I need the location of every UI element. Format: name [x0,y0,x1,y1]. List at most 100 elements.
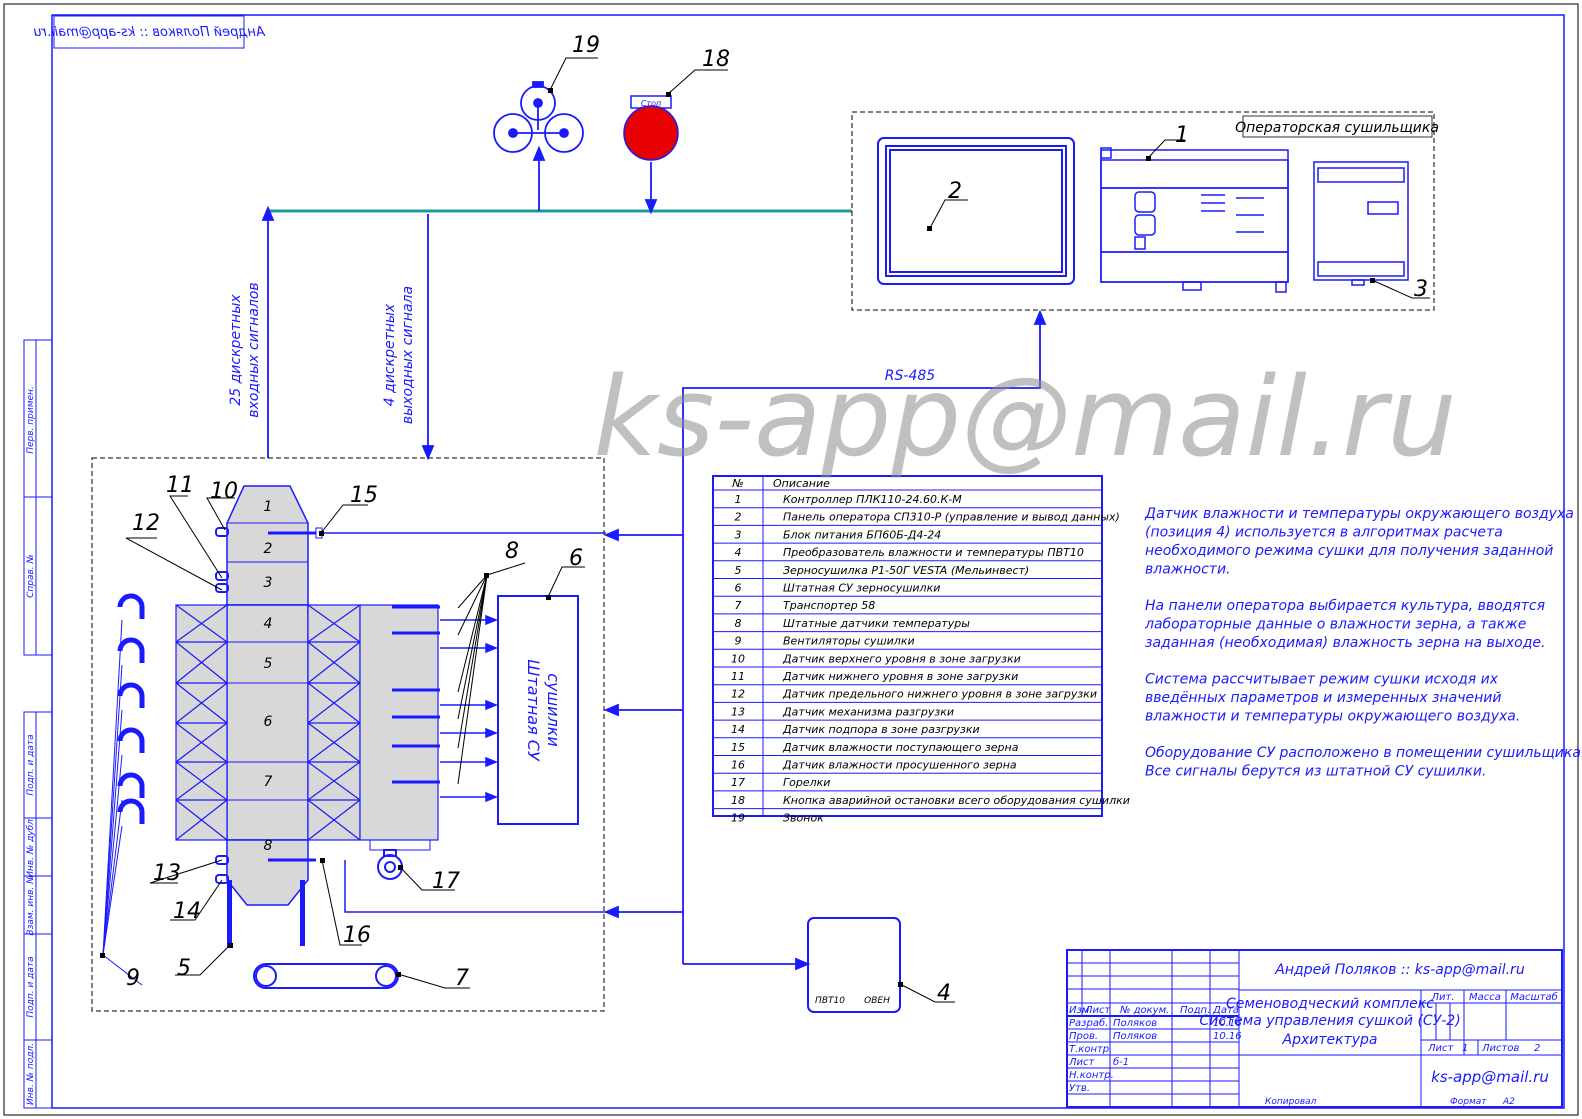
svg-text:Формат: Формат [1450,1097,1487,1107]
legend-row-description: Датчик верхнего уровня в зоне загрузки [782,652,1021,665]
svg-text:5: 5 [264,656,273,672]
note-line: необходимого режима сушки для получения … [1145,543,1553,559]
rs485-label: RS-485 [885,368,935,384]
note-line: Датчик влажности и температуры окружающе… [1144,506,1574,522]
svg-text:17: 17 [432,869,460,894]
legend-row-description: Зерносушилка Р1-50Г VESTA (Мельинвест) [783,564,1029,577]
side-label: Перв. примен. [26,386,36,454]
svg-text:4 дискретных: 4 дискретных [382,303,398,406]
note-line: влажности и температуры окружающего возд… [1145,709,1520,725]
legend-row-number: 10 [731,652,745,665]
note-line: лабораторные данные о влажности зерна, а… [1144,617,1526,633]
bell-icon [493,81,584,153]
svg-text:13: 13 [153,861,181,886]
legend-row-description: Датчик механизма разгрузки [782,705,954,718]
svg-text:Лит.: Лит. [1430,992,1454,1003]
side-label: Подп. и дата [26,956,36,1017]
svg-text:1: 1 [1175,123,1189,148]
legend-row-number: 4 [735,546,742,559]
svg-text:A2: A2 [1502,1097,1515,1107]
pvt-label-1: ПВТ10 [815,996,845,1006]
svg-text:2: 2 [1534,1043,1540,1054]
svg-text:Т.контр.: Т.контр. [1069,1044,1112,1055]
svg-text:15: 15 [350,483,378,508]
title-block [1066,949,1563,1108]
bus-connections [261,145,658,461]
power-supply-icon [1313,161,1409,286]
note-line: На панели оператора выбирается культура,… [1145,598,1545,614]
svg-text:входных сигналов: входных сигналов [246,282,262,417]
svg-text:б-1: б-1 [1113,1056,1129,1068]
svg-text:Копировал: Копировал [1265,1097,1317,1107]
legend-row-number: 5 [735,564,742,577]
legend-row-description: Штатные датчики температуры [783,617,970,630]
legend-row-number: 17 [731,776,745,789]
side-label: Взам. инв. № [26,874,36,935]
callout-leaders [125,57,1430,1003]
svg-text:18: 18 [702,47,730,72]
note-line: заданная (необходимая) влажность зерна н… [1145,635,1545,651]
pvt10-sensor-icon: ПВТ10 ОВЕН [807,917,901,1013]
level-sensors [215,527,229,884]
legend-row-description: Датчик нижнего уровня в зоне загрузки [782,670,1018,683]
svg-text:11: 11 [166,473,194,498]
legend-row-description: Звонок [783,812,824,825]
su-label-1: Штатная СУ [524,659,543,762]
svg-text:Н.контр.: Н.контр. [1069,1070,1114,1081]
temperature-sensors [392,605,440,784]
legend-row-number: 18 [731,794,745,807]
legend-row-number: 3 [735,528,742,541]
svg-text:выходных сигнала: выходных сигнала [400,286,416,424]
conveyor-icon [253,963,399,989]
svg-text:4: 4 [937,981,951,1006]
svg-text:Пров.: Пров. [1069,1031,1098,1042]
svg-text:Поляков: Поляков [1113,1018,1157,1029]
stop-label: Стоп [641,99,661,108]
legend-row-number: 9 [735,635,742,648]
operator-room: Операторская сушильщика [851,111,1439,311]
svg-text:Дата: Дата [1212,1005,1239,1016]
side-label: Инв. № подл. [26,1043,36,1105]
note-line: введённых параметров и измеренных значен… [1145,690,1501,706]
svg-text:1: 1 [264,499,273,515]
svg-text:7: 7 [264,774,273,790]
svg-text:10.16: 10.16 [1213,1018,1242,1029]
svg-text:Масса: Масса [1469,992,1501,1003]
svg-text:10: 10 [210,479,238,504]
fan-leaders [102,619,143,986]
legend-row-number: 6 [735,582,742,595]
sensor-leaders [457,562,526,785]
svg-text:Листов: Листов [1481,1043,1519,1054]
legend-row-description: Кнопка аварийной остановки всего оборудо… [783,794,1130,807]
svg-text:1: 1 [1462,1043,1468,1054]
legend-row-number: 11 [731,670,745,683]
sensor-arrows [440,614,499,803]
svg-text:Лист: Лист [1084,1005,1112,1016]
svg-text:2: 2 [948,179,962,204]
legend-row-description: Панель оператора СП310-Р (управление и в… [783,511,1120,524]
standard-control-unit: Штатная СУ сушилки [497,595,579,825]
legend-row-description: Вентиляторы сушилки [783,635,915,648]
legend-row-number: 2 [735,511,742,524]
legend-row-description: Датчик подпора в зоне разгрузки [782,723,980,736]
svg-text:4: 4 [264,616,273,632]
legend-row-lines [713,489,1102,810]
legend-row-description: Датчик влажности просушенного зерна [782,759,1017,772]
svg-text:Поляков: Поляков [1113,1031,1157,1042]
side-label: Подп. и дата [26,734,36,795]
legend-row-number: 15 [731,741,745,754]
legend-row-description: Штатная СУ зерносушилки [783,582,940,595]
title-line-3: Архитектура [1282,1032,1378,1048]
notes-text: Датчик влажности и температуры окружающе… [1144,506,1582,780]
side-label: Справ. № [26,554,36,598]
dryer-area [91,457,605,1012]
top-stamp-text: Андрей Поляков :: ks-app@mail.ru [33,25,266,40]
su-label-2: сушилки [544,673,563,747]
note-line: влажности. [1145,562,1231,578]
legend-row-description: Датчик предельного нижнего уровня в зоне… [782,688,1097,701]
svg-text:Масштаб: Масштаб [1510,991,1558,1003]
svg-text:25 дискретных: 25 дискретных [228,294,244,406]
svg-text:Лист: Лист [1427,1043,1455,1054]
legend-row-number: 13 [731,705,745,718]
